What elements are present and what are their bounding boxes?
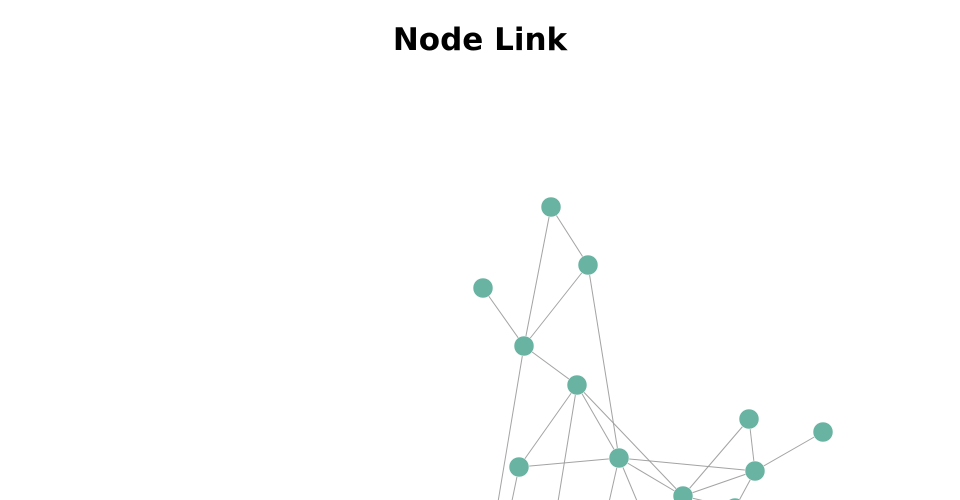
node-3[interactable] [472,277,494,299]
link-7-8 [618,457,684,497]
link-10-11 [754,431,824,472]
node-10[interactable] [744,460,766,482]
links-layer [482,206,824,500]
link-offscreen-3 [609,457,620,500]
chart-title: Node Link [392,22,568,58]
node-7[interactable] [608,447,630,469]
link-3-4 [482,287,525,347]
node-8[interactable] [672,485,694,500]
nodes-layer [472,196,834,500]
link-8-9 [682,418,750,497]
node-1[interactable] [540,196,562,218]
link-6-7 [518,457,620,468]
link-1-2 [550,206,589,266]
link-offscreen-2 [557,384,578,500]
link-offscreen-1 [497,345,525,500]
link-8-10 [682,470,756,497]
link-4-5 [523,345,578,386]
link-5-7 [576,384,620,459]
node-9[interactable] [738,408,760,430]
link-1-4 [523,206,552,347]
link-2-4 [523,264,589,347]
node-11[interactable] [812,421,834,443]
link-offscreen-4 [618,457,638,500]
node-2[interactable] [577,254,599,276]
link-5-6 [518,384,578,468]
link-7-10 [618,457,756,472]
link-5-8 [576,384,684,497]
link-2-7 [587,264,620,459]
node-5[interactable] [566,374,588,396]
node-6[interactable] [508,456,530,478]
node-4[interactable] [513,335,535,357]
